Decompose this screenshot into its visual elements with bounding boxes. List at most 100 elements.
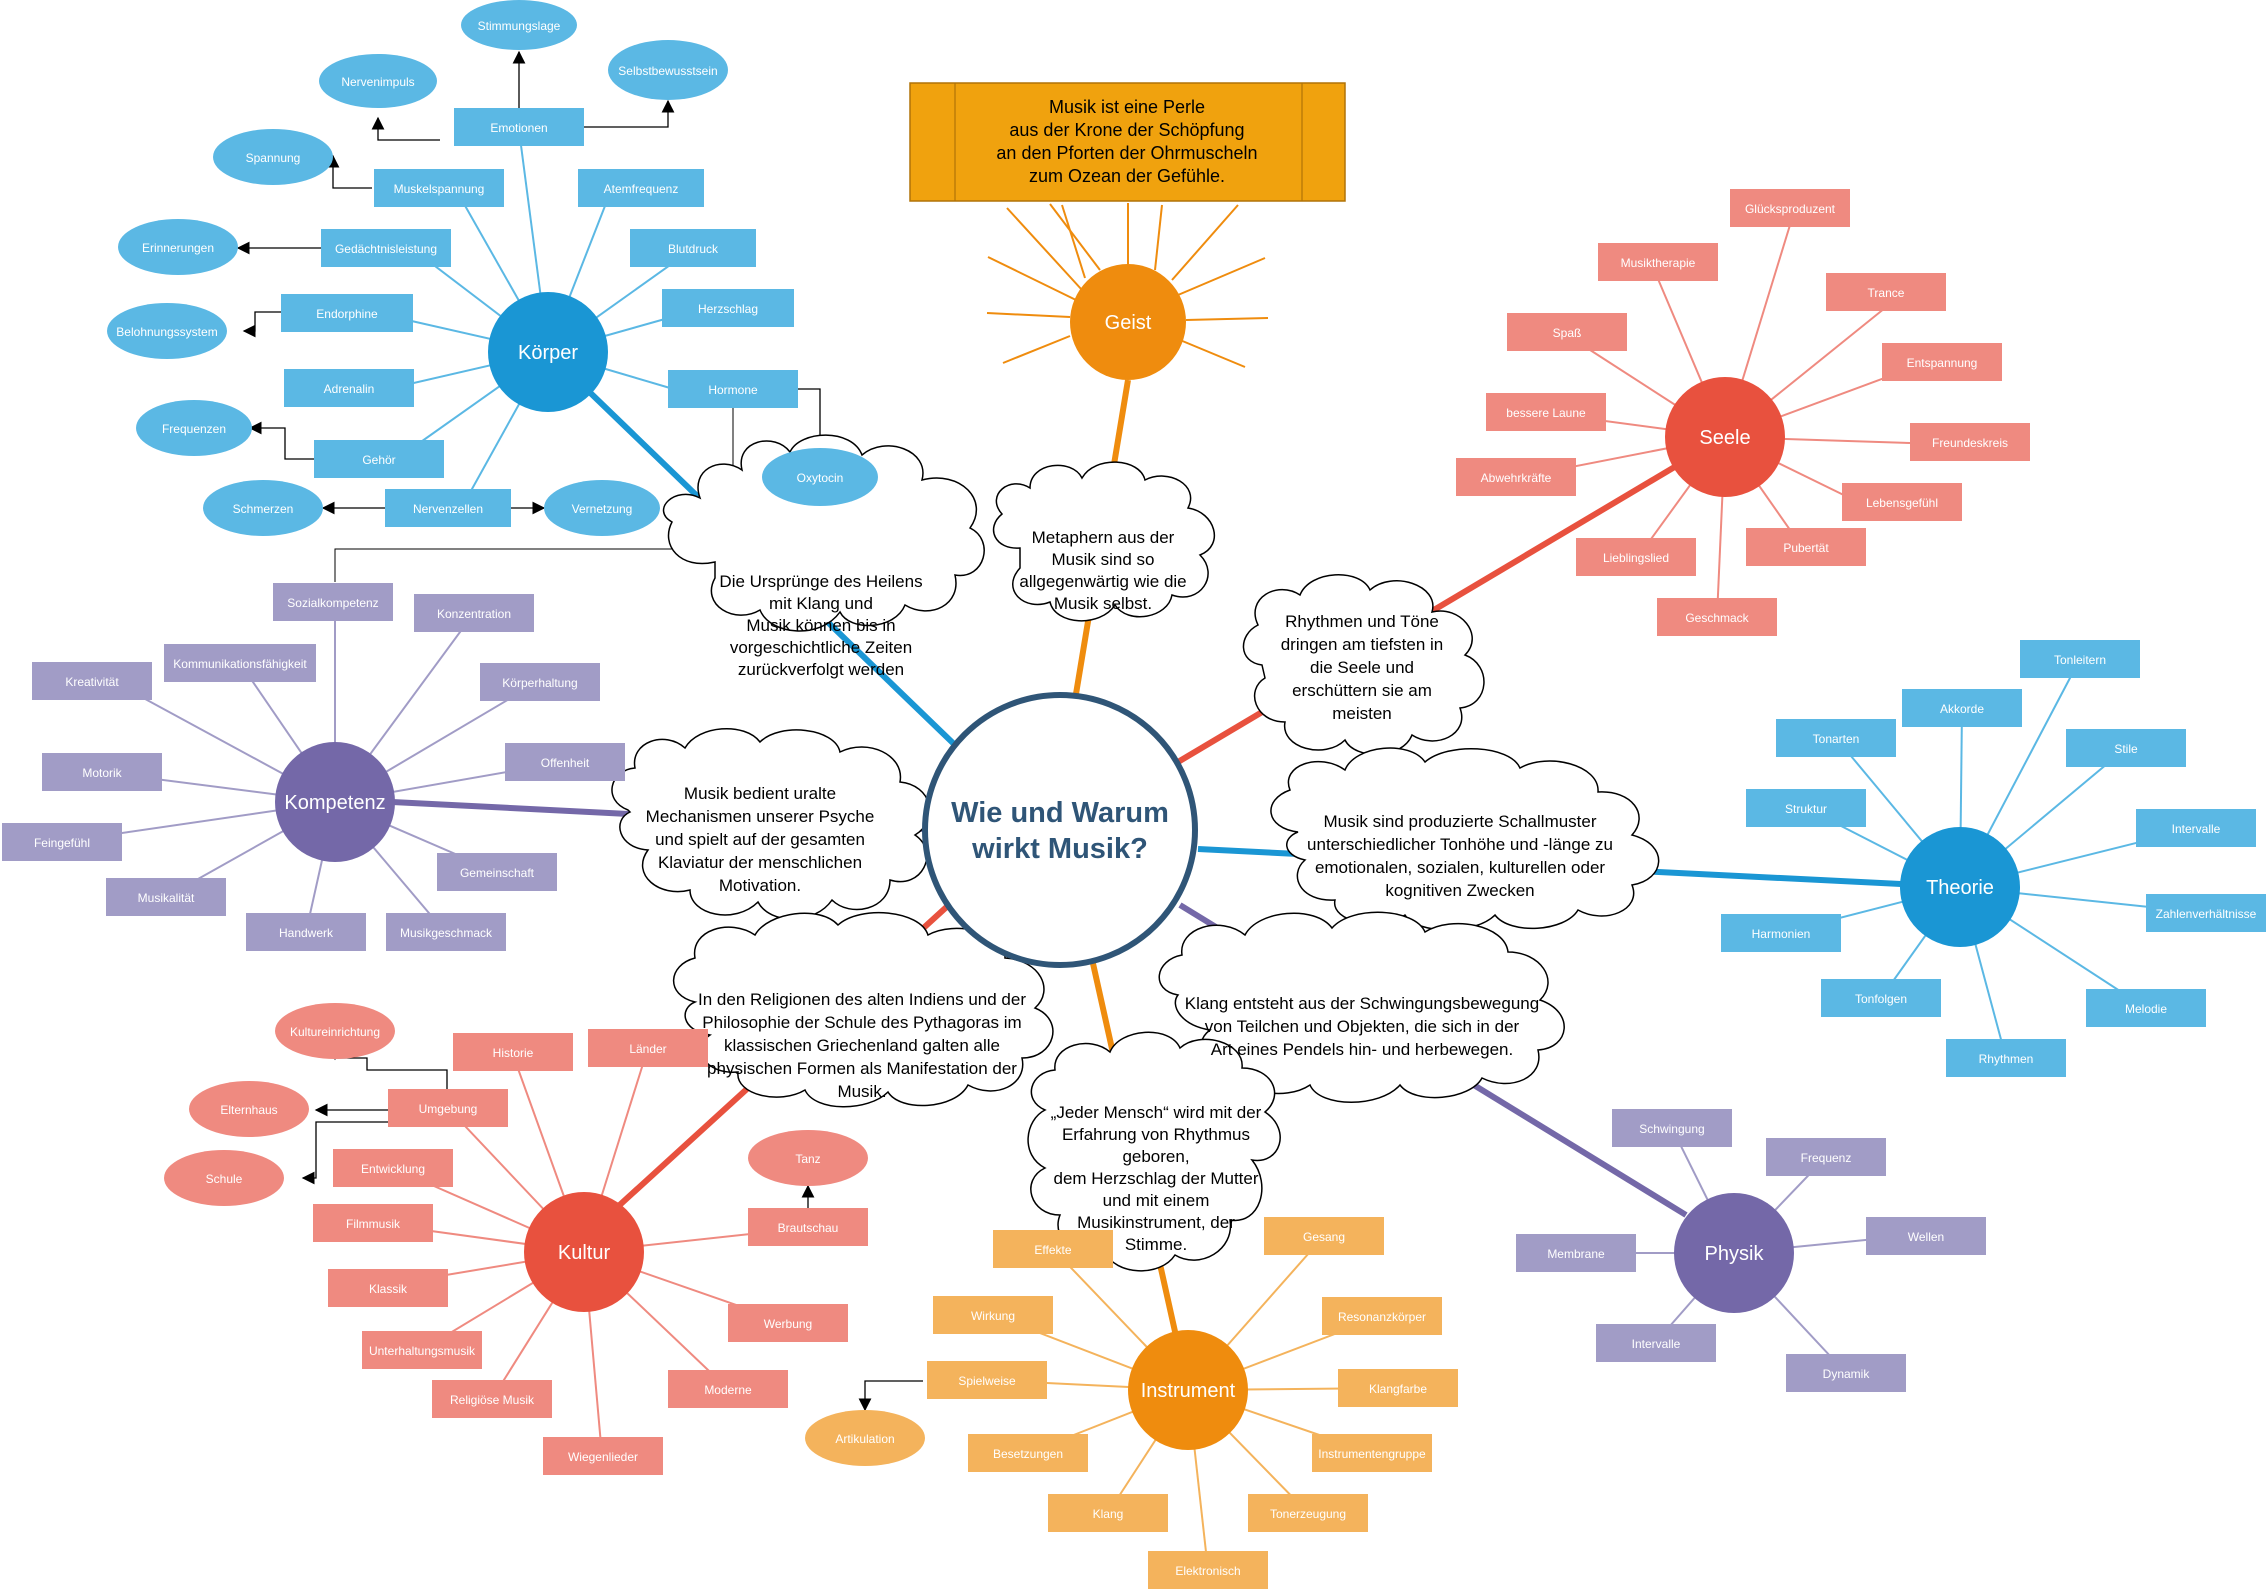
node-emotionen[interactable]: Emotionen bbox=[454, 108, 584, 146]
node-geschmack[interactable]: Geschmack bbox=[1657, 598, 1777, 636]
node-filmmusik[interactable]: Filmmusik bbox=[313, 1204, 433, 1242]
hub-kultur[interactable]: Kultur bbox=[524, 1192, 644, 1312]
node-intervalle-physik[interactable]: Intervalle bbox=[1596, 1324, 1716, 1362]
hub-seele[interactable]: Seele bbox=[1665, 377, 1785, 497]
hub-geist[interactable]: Geist bbox=[1070, 264, 1186, 380]
node-tonfolgen[interactable]: Tonfolgen bbox=[1821, 979, 1941, 1017]
node-elektronisch[interactable]: Elektronisch bbox=[1148, 1551, 1268, 1589]
node-religioese-musik[interactable]: Religiöse Musik bbox=[432, 1380, 552, 1418]
node-tonleitern[interactable]: Tonleitern bbox=[2020, 640, 2140, 678]
node-entwicklung[interactable]: Entwicklung bbox=[333, 1149, 453, 1187]
node-membrane[interactable]: Membrane bbox=[1516, 1234, 1636, 1272]
node-besetzungen[interactable]: Besetzungen bbox=[968, 1434, 1088, 1472]
node-moderne[interactable]: Moderne bbox=[668, 1370, 788, 1408]
node-resonanzkoerper[interactable]: Resonanzkörper bbox=[1322, 1297, 1442, 1335]
node-kreativitaet[interactable]: Kreativität bbox=[32, 662, 152, 700]
node-entspannung[interactable]: Entspannung bbox=[1882, 343, 2002, 381]
hub-physik[interactable]: Physik bbox=[1674, 1193, 1794, 1313]
node-koerperhaltung[interactable]: Körperhaltung bbox=[480, 663, 600, 701]
node-gesang[interactable]: Gesang bbox=[1264, 1217, 1384, 1255]
node-lebensgefuehl[interactable]: Lebensgefühl bbox=[1842, 483, 1962, 521]
node-intervalle-theorie[interactable]: Intervalle bbox=[2136, 809, 2256, 847]
ellipse-stimmungslage[interactable]: Stimmungslage bbox=[461, 0, 577, 50]
node-nervenzellen[interactable]: Nervenzellen bbox=[385, 489, 511, 527]
node-harmonien[interactable]: Harmonien bbox=[1721, 914, 1841, 952]
node-sozialkompetenz[interactable]: Sozialkompetenz bbox=[273, 583, 393, 621]
ellipse-frequenzen[interactable]: Frequenzen bbox=[136, 400, 252, 456]
node-schwingung[interactable]: Schwingung bbox=[1612, 1109, 1732, 1147]
node-wirkung[interactable]: Wirkung bbox=[933, 1296, 1053, 1334]
ellipse-elternhaus[interactable]: Elternhaus bbox=[189, 1081, 309, 1137]
node-abwehrkraefte[interactable]: Abwehrkräfte bbox=[1456, 458, 1576, 496]
node-musikgeschmack[interactable]: Musikgeschmack bbox=[386, 913, 506, 951]
node-freundeskreis[interactable]: Freundeskreis bbox=[1910, 423, 2030, 461]
node-spielweise[interactable]: Spielweise bbox=[927, 1361, 1047, 1399]
node-klangfarbe[interactable]: Klangfarbe bbox=[1338, 1369, 1458, 1407]
node-umgebung[interactable]: Umgebung bbox=[388, 1089, 508, 1127]
node-adrenalin[interactable]: Adrenalin bbox=[284, 369, 414, 407]
hub-theorie[interactable]: Theorie bbox=[1900, 827, 2020, 947]
node-atemfrequenz[interactable]: Atemfrequenz bbox=[578, 169, 704, 207]
node-tonerzeugung[interactable]: Tonerzeugung bbox=[1248, 1494, 1368, 1532]
node-kommunikation[interactable]: Kommunikationsfähigkeit bbox=[164, 644, 316, 682]
node-endorphine[interactable]: Endorphine bbox=[281, 294, 413, 332]
node-gedaechtnis[interactable]: Gedächtnisleistung bbox=[321, 229, 451, 267]
node-hormone[interactable]: Hormone bbox=[668, 370, 798, 408]
node-bessere-laune[interactable]: bessere Laune bbox=[1486, 393, 1606, 431]
ellipse-nervenimpuls[interactable]: Nervenimpuls bbox=[319, 54, 437, 108]
node-spass[interactable]: Spaß bbox=[1507, 313, 1627, 351]
node-offenheit[interactable]: Offenheit bbox=[505, 743, 625, 781]
node-rhythmen[interactable]: Rhythmen bbox=[1946, 1039, 2066, 1077]
ellipse-selbstbewusstsein[interactable]: Selbstbewusstsein bbox=[608, 40, 728, 100]
node-musiktherapie[interactable]: Musiktherapie bbox=[1598, 243, 1718, 281]
node-akkorde[interactable]: Akkorde bbox=[1902, 689, 2022, 727]
ellipse-nervenimpuls-shape bbox=[319, 54, 437, 108]
ellipse-spannung[interactable]: Spannung bbox=[213, 129, 333, 185]
node-melodie[interactable]: Melodie bbox=[2086, 989, 2206, 1027]
node-stile[interactable]: Stile bbox=[2066, 729, 2186, 767]
node-klang[interactable]: Klang bbox=[1048, 1494, 1168, 1532]
node-historie[interactable]: Historie bbox=[453, 1033, 573, 1071]
hub-kompetenz[interactable]: Kompetenz bbox=[275, 742, 395, 862]
node-werbung[interactable]: Werbung bbox=[728, 1304, 848, 1342]
node-klassik[interactable]: Klassik bbox=[328, 1269, 448, 1307]
node-frequenz[interactable]: Frequenz bbox=[1766, 1138, 1886, 1176]
node-handwerk[interactable]: Handwerk bbox=[246, 913, 366, 951]
node-wiegenlieder[interactable]: Wiegenlieder bbox=[543, 1437, 663, 1475]
ellipse-kultureinrichtung[interactable]: Kultureinrichtung bbox=[275, 1003, 395, 1059]
ellipse-tanz[interactable]: Tanz bbox=[748, 1130, 868, 1186]
node-herzschlag[interactable]: Herzschlag bbox=[662, 289, 794, 327]
node-gluecksproduzent[interactable]: Glücksproduzent bbox=[1730, 189, 1850, 227]
ellipse-oxytocin[interactable]: Oxytocin bbox=[762, 448, 878, 506]
ellipse-schule[interactable]: Schule bbox=[164, 1150, 284, 1206]
node-blutdruck[interactable]: Blutdruck bbox=[630, 229, 756, 267]
node-instrumentengruppe[interactable]: Instrumentengruppe bbox=[1312, 1434, 1432, 1472]
hub-instrument[interactable]: Instrument bbox=[1128, 1330, 1248, 1450]
node-gemeinschaft[interactable]: Gemeinschaft bbox=[437, 853, 557, 891]
node-brautschau[interactable]: Brautschau bbox=[748, 1208, 868, 1246]
node-konzentration[interactable]: Konzentration bbox=[414, 594, 534, 632]
node-lieblingslied[interactable]: Lieblingslied bbox=[1576, 538, 1696, 576]
node-zahlenverhaeltnisse[interactable]: Zahlenverhältnisse bbox=[2146, 894, 2266, 932]
node-trance[interactable]: Trance bbox=[1826, 273, 1946, 311]
node-laender[interactable]: Länder bbox=[588, 1029, 708, 1067]
node-effekte[interactable]: Effekte bbox=[993, 1230, 1113, 1268]
node-pubertaet[interactable]: Pubertät bbox=[1746, 528, 1866, 566]
node-musikalitaet[interactable]: Musikalität bbox=[106, 878, 226, 916]
ellipse-schmerzen[interactable]: Schmerzen bbox=[203, 480, 323, 536]
ellipse-artikulation[interactable]: Artikulation bbox=[805, 1410, 925, 1466]
center-node[interactable]: Wie und Warum wirkt Musik? bbox=[922, 692, 1198, 968]
node-feingefuehl[interactable]: Feingefühl bbox=[2, 823, 122, 861]
ellipse-erinnerungen[interactable]: Erinnerungen bbox=[118, 219, 238, 275]
node-tonarten[interactable]: Tonarten bbox=[1776, 719, 1896, 757]
node-wellen[interactable]: Wellen bbox=[1866, 1217, 1986, 1255]
node-gehoer[interactable]: Gehör bbox=[314, 440, 444, 478]
node-struktur[interactable]: Struktur bbox=[1746, 789, 1866, 827]
ellipse-belohnungssystem[interactable]: Belohnungssystem bbox=[107, 303, 227, 359]
node-motorik[interactable]: Motorik bbox=[42, 753, 162, 791]
node-muskelspannung[interactable]: Muskelspannung bbox=[374, 169, 504, 207]
ellipse-vernetzung[interactable]: Vernetzung bbox=[544, 480, 660, 536]
hub-koerper[interactable]: Körper bbox=[488, 292, 608, 412]
node-unterhaltungsmusik[interactable]: Unterhaltungsmusik bbox=[362, 1331, 482, 1369]
node-dynamik[interactable]: Dynamik bbox=[1786, 1354, 1906, 1392]
